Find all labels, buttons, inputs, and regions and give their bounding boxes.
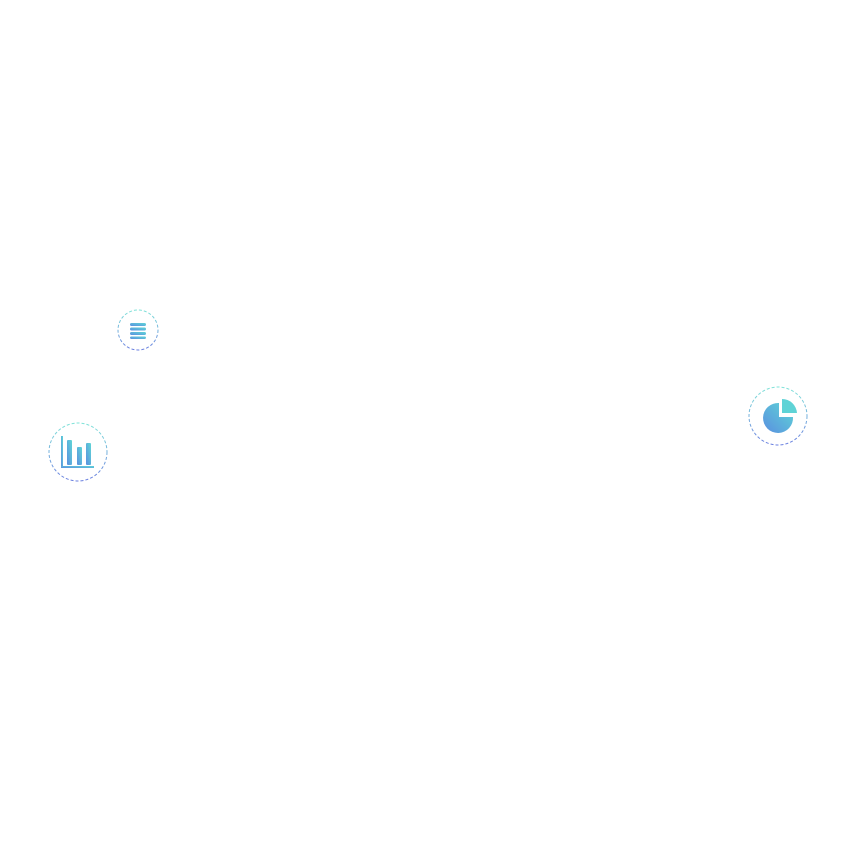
bar-chart-icon	[61, 436, 94, 468]
dashed-ring	[117, 309, 159, 351]
dashed-ring	[48, 422, 108, 482]
database-icon	[130, 323, 146, 339]
pie-chart-node[interactable]	[748, 386, 808, 522]
dashed-ring	[748, 386, 808, 446]
bar-chart-node[interactable]	[48, 422, 108, 556]
pie-chart-icon	[763, 398, 797, 433]
database-node[interactable]	[117, 309, 159, 422]
